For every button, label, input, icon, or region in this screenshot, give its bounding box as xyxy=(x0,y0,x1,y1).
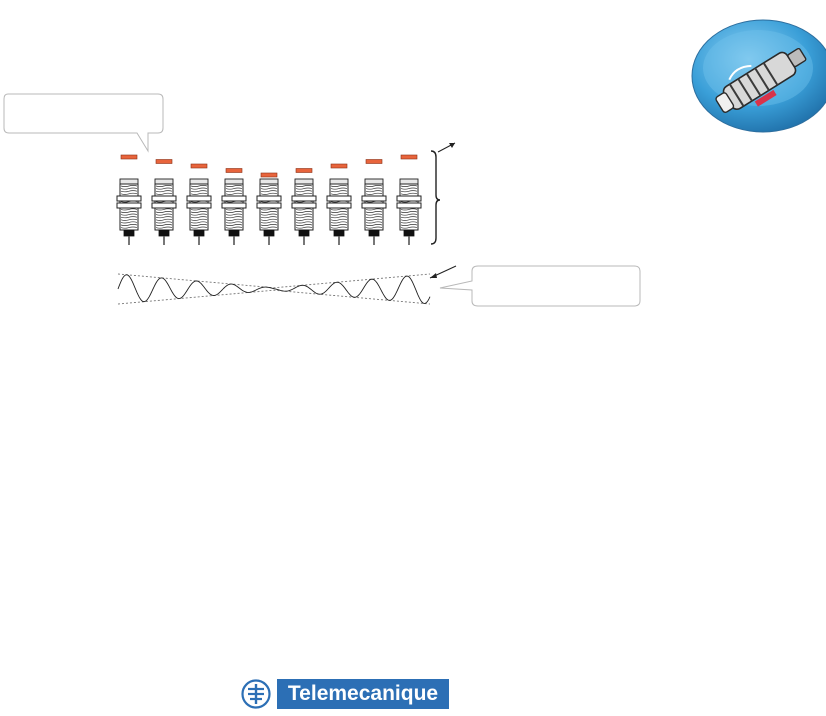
target-plate xyxy=(295,168,313,173)
target-plate xyxy=(155,159,173,164)
wave-pattern xyxy=(117,265,457,305)
proximity-sensor xyxy=(116,178,142,245)
proximity-sensor xyxy=(291,178,317,245)
sensor-emblem-icon xyxy=(691,19,826,133)
proximity-sensor xyxy=(151,178,177,245)
proximity-sensor xyxy=(396,178,422,245)
proximity-sensor xyxy=(256,178,282,245)
telemecanique-logo-icon xyxy=(241,679,271,709)
proximity-sensor xyxy=(361,178,387,245)
target-plate xyxy=(260,172,278,178)
proximity-sensor xyxy=(326,178,352,245)
callout-right xyxy=(439,265,641,307)
target-plate xyxy=(400,154,418,160)
proximity-sensor xyxy=(186,178,212,245)
proximity-sensor xyxy=(221,178,247,245)
brand-logo: Telemecanique xyxy=(241,679,449,709)
sensors-group xyxy=(116,178,422,245)
callout-left xyxy=(3,93,164,153)
targets-group xyxy=(120,154,418,178)
target-plate xyxy=(330,163,348,169)
target-plate xyxy=(120,154,138,160)
group-bracket xyxy=(430,142,456,245)
target-plate xyxy=(225,168,243,173)
target-plate xyxy=(190,163,208,169)
brand-name: Telemecanique xyxy=(277,679,449,709)
target-plate xyxy=(365,159,383,164)
